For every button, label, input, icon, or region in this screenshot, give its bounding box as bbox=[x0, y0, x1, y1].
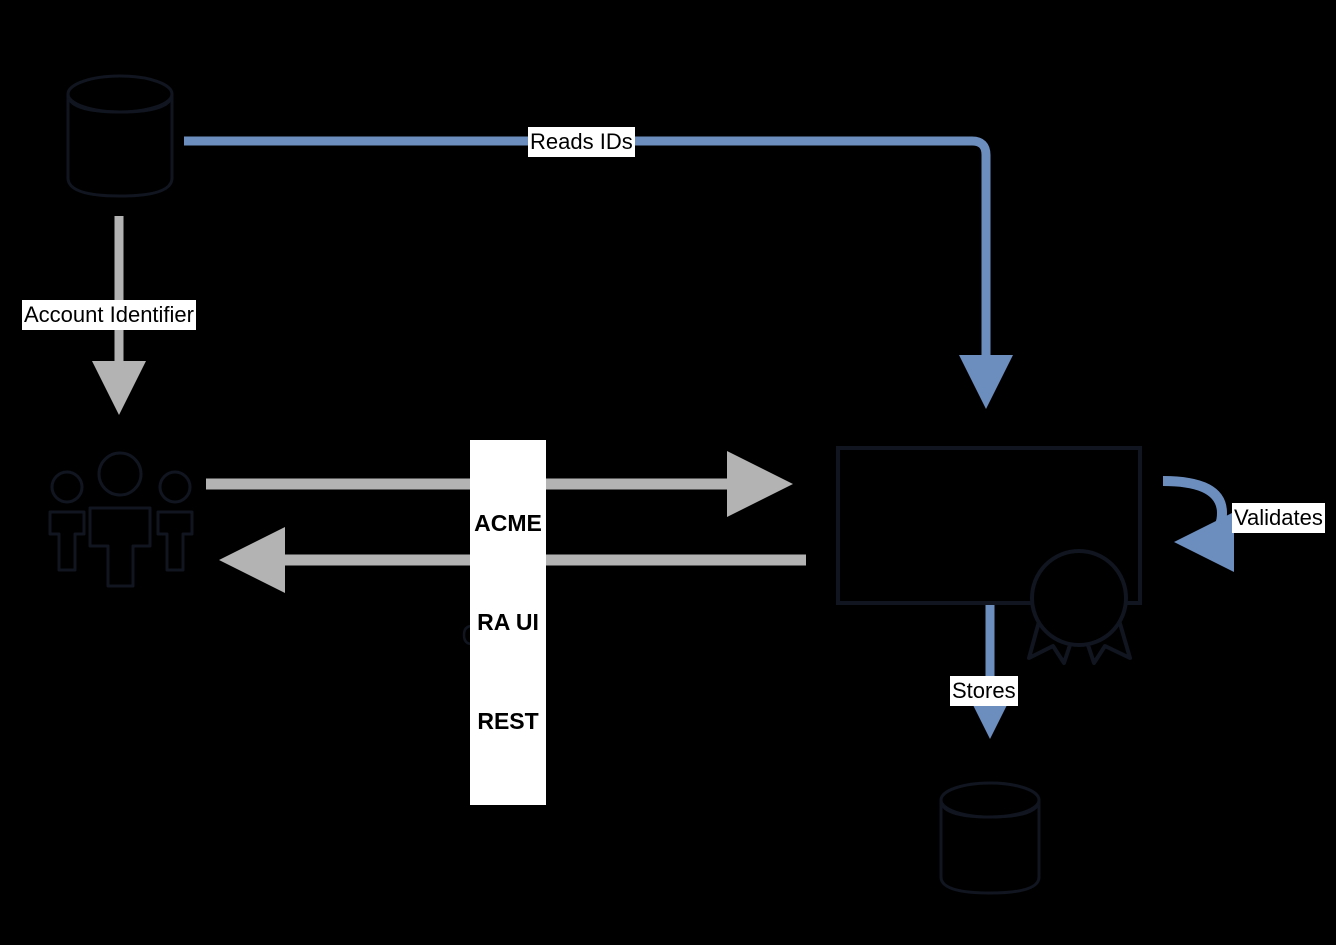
edge-label-validates: Validates bbox=[1232, 503, 1325, 533]
edge-label-acme-ra-ui-rest: ACME RA UI REST bbox=[470, 440, 546, 805]
certificate-badge-rosette-icon bbox=[1027, 549, 1132, 665]
node-target-database[interactable] bbox=[939, 781, 1041, 895]
edge-label-reads-ids: Reads IDs bbox=[528, 127, 635, 157]
acme-label-line-1: ACME bbox=[474, 510, 542, 536]
acme-label-line-3: REST bbox=[477, 708, 539, 734]
edge-label-account-identifier: Account Identifier bbox=[22, 300, 196, 330]
reads-ids-line bbox=[184, 136, 1013, 409]
database-cylinder-icon bbox=[66, 74, 174, 198]
node-ra-server-badge[interactable] bbox=[1027, 549, 1132, 665]
edge-validates bbox=[1162, 476, 1235, 572]
database-cylinder-icon bbox=[939, 781, 1041, 895]
validates-loop-line bbox=[1162, 476, 1235, 572]
edge-reads-ids bbox=[184, 136, 1013, 409]
users-group-icon bbox=[48, 451, 194, 588]
node-source-database[interactable] bbox=[66, 74, 174, 198]
acme-label-line-2: RA UI bbox=[477, 609, 539, 635]
edge-label-stores: Stores bbox=[950, 676, 1018, 706]
node-users[interactable] bbox=[48, 451, 194, 588]
